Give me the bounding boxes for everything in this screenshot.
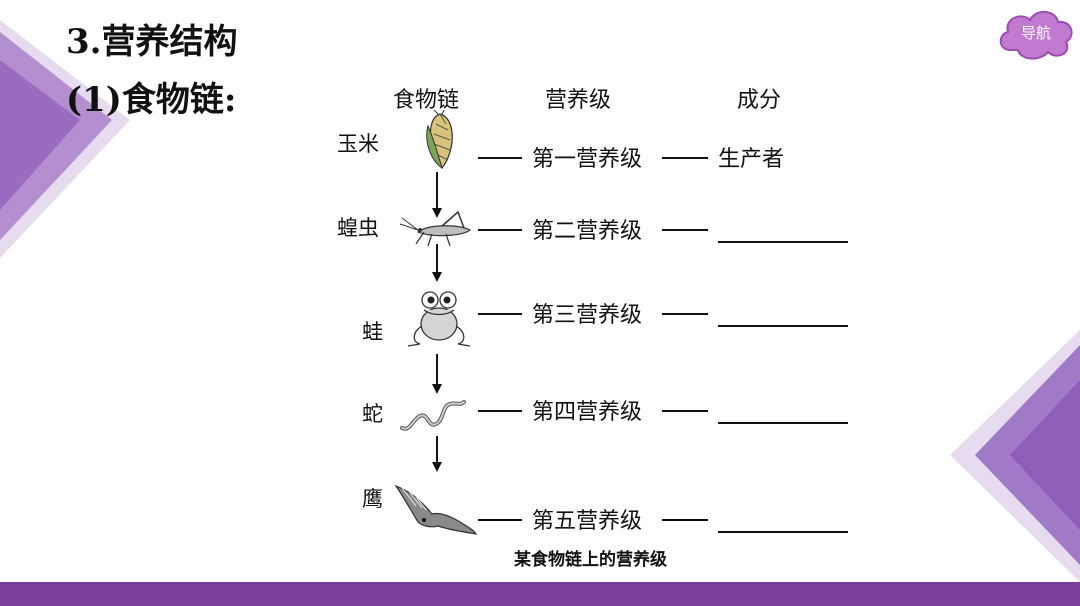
column-header-level: 营养级 <box>545 88 612 113</box>
arrow-down-icon <box>432 436 442 472</box>
trophic-level: 第二营养级 <box>532 219 643 244</box>
connector-line <box>662 313 708 315</box>
organism-label: 蛙 <box>362 320 383 344</box>
component-answer: 生产者 <box>718 147 785 172</box>
trophic-level: 第四营养级 <box>532 400 643 425</box>
arrow-down-icon <box>432 172 442 218</box>
column-header-chain: 食物链 <box>393 88 460 113</box>
arrow-down-icon <box>432 354 442 394</box>
corn-icon <box>426 110 453 169</box>
bottom-bar <box>0 582 1080 606</box>
subsection-title: (1)食物链: <box>66 80 237 120</box>
grasshopper-icon <box>399 210 472 247</box>
connector-line <box>662 229 708 231</box>
answer-blank <box>718 531 848 533</box>
nav-label: 导航 <box>1020 24 1051 42</box>
arrow-down-icon <box>432 244 442 282</box>
snake-icon <box>400 400 466 431</box>
trophic-level: 第一营养级 <box>532 147 643 172</box>
trophic-level: 第五营养级 <box>532 509 643 534</box>
column-header-component: 成分 <box>737 88 782 113</box>
connector-line <box>662 410 708 412</box>
connector-line <box>662 157 708 159</box>
connector-line <box>478 313 522 315</box>
connector-line <box>662 519 708 521</box>
frog-icon <box>407 291 471 347</box>
connector-line <box>478 157 522 159</box>
answer-blank <box>718 241 848 243</box>
section-title: 3.营养结构 <box>66 22 238 62</box>
connector-line <box>478 229 522 231</box>
organism-label: 蛇 <box>362 402 383 426</box>
organism-label: 玉米 <box>337 132 379 156</box>
eagle-icon <box>394 484 478 535</box>
figure-caption: 某食物链上的营养级 <box>514 550 667 570</box>
connector-line <box>478 410 522 412</box>
trophic-level: 第三营养级 <box>532 303 643 328</box>
answer-blank <box>718 325 848 327</box>
nav-button[interactable]: 导航 <box>996 6 1076 62</box>
organism-label: 鹰 <box>362 487 383 511</box>
answer-blank <box>718 422 848 424</box>
organism-label: 蝗虫 <box>337 216 379 240</box>
connector-line <box>478 519 522 521</box>
cloud-icon <box>999 11 1073 60</box>
